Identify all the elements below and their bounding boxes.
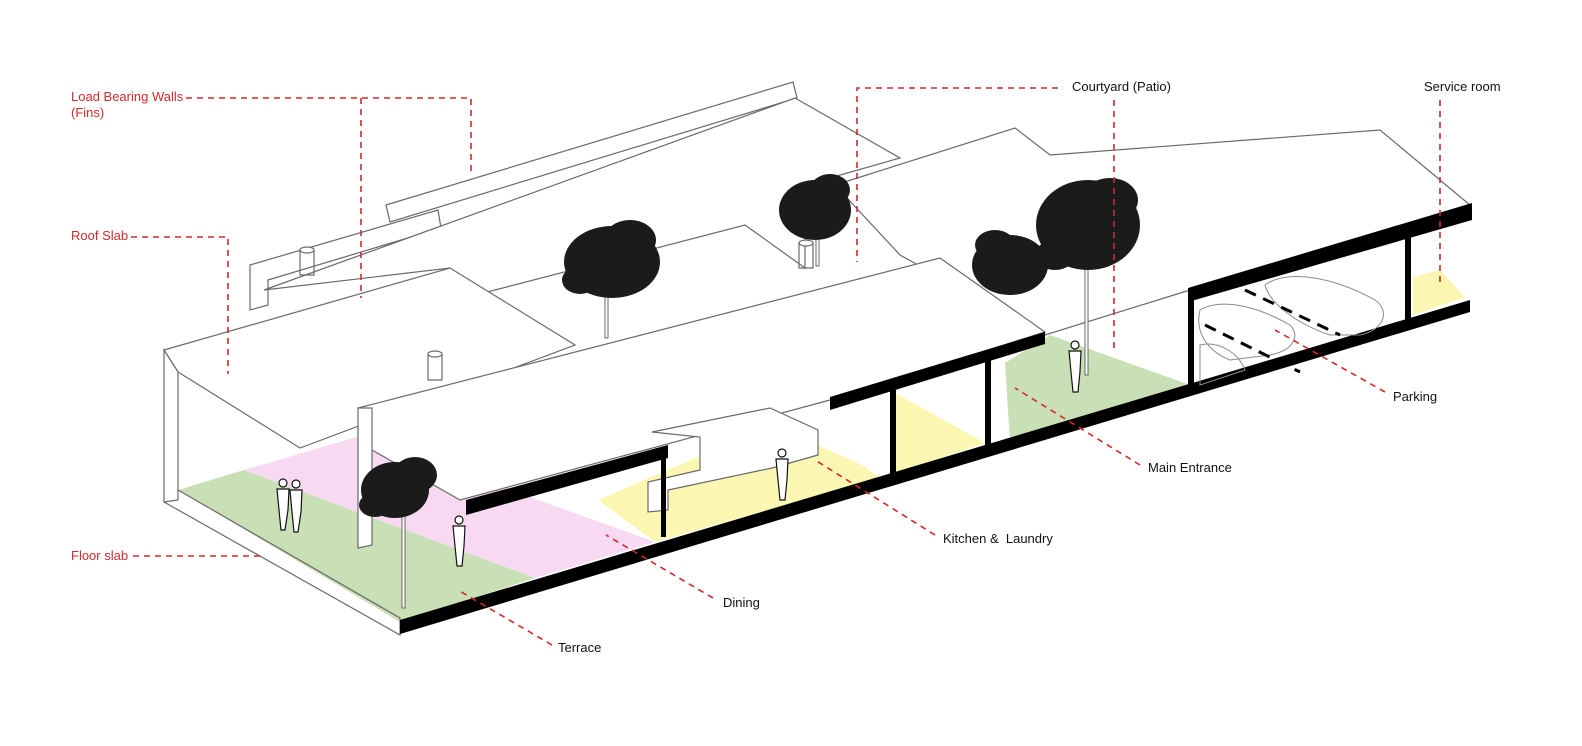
person-terrace-pair xyxy=(276,478,303,533)
pillar-2 xyxy=(890,390,896,480)
tree-courtyard-left xyxy=(562,220,660,339)
parking-line-2 xyxy=(1204,323,1301,374)
person-entrance xyxy=(1068,340,1082,393)
pillar-1 xyxy=(661,447,666,537)
roof-slab-cut-parking xyxy=(1188,203,1472,302)
pillar-3 xyxy=(985,357,991,447)
people-figures xyxy=(276,340,1082,567)
entrance-floor-zone xyxy=(1005,335,1190,442)
car-front xyxy=(1198,303,1296,361)
label-floor-slab: Floor slab xyxy=(71,548,129,563)
tree-courtyard-rear xyxy=(779,174,851,267)
person-kitchen xyxy=(775,448,789,501)
service-room-floor-zone xyxy=(1413,270,1465,315)
leader-load-bearing-walls xyxy=(186,97,472,175)
parking-lines xyxy=(1204,288,1341,374)
parking-cars xyxy=(1198,276,1384,386)
leader-roof-slab xyxy=(131,236,229,374)
left-end-wall xyxy=(163,347,179,503)
pillar-4 xyxy=(1188,290,1194,390)
middle-fin-wall xyxy=(249,209,442,311)
section-cut-slabs xyxy=(400,203,1472,634)
pillar-5 xyxy=(1405,225,1411,320)
kitchen-counter-block xyxy=(647,407,819,513)
label-terrace: Terrace xyxy=(558,640,602,655)
leader-kitchen-laundry xyxy=(814,459,936,536)
label-service-room: Service room xyxy=(1424,79,1501,94)
tree-entrance-left xyxy=(972,230,1048,295)
car-left-partial xyxy=(1199,343,1246,386)
label-parking: Parking xyxy=(1393,389,1438,404)
parking-line-1 xyxy=(1244,288,1341,337)
label-load-bearing-walls-line1: Load Bearing Walls xyxy=(71,89,184,104)
label-load-bearing-walls: Load Bearing Walls(Fins) xyxy=(71,89,183,121)
dining-floor-zone xyxy=(244,436,655,578)
terrace-floor-zone xyxy=(178,470,535,622)
chimney-courtyard xyxy=(798,239,814,247)
rear-fin-wall xyxy=(385,81,798,223)
label-courtyard: Courtyard (Patio) xyxy=(1072,79,1171,94)
chimney-left-body xyxy=(427,354,443,381)
leader-main-entrance xyxy=(1014,387,1141,466)
roof-slab-cut-front xyxy=(466,445,668,515)
label-kitchen-laundry: Kitchen & Laundry xyxy=(943,531,1053,546)
chimney-rear-body xyxy=(299,250,315,276)
car-rear xyxy=(1264,276,1384,336)
leader-lines xyxy=(131,87,1441,646)
roof-slab-cut-middle xyxy=(830,332,1045,410)
leader-dining xyxy=(605,534,714,599)
service-floor-zone xyxy=(895,393,985,472)
floor-slab-cut xyxy=(400,300,1470,634)
chimney-rear xyxy=(299,246,315,254)
person-dining xyxy=(452,515,466,567)
chimney-left xyxy=(427,350,443,358)
leader-terrace xyxy=(457,589,553,646)
label-main-entrance: Main Entrance xyxy=(1148,460,1232,475)
label-dining: Dining xyxy=(723,595,760,610)
label-roof-slab: Roof Slab xyxy=(71,228,129,243)
label-load-bearing-walls-line2: (Fins) xyxy=(71,105,105,120)
tree-terrace xyxy=(359,457,437,609)
chimney-courtyard-body xyxy=(798,243,814,269)
leader-courtyard xyxy=(856,87,1058,262)
